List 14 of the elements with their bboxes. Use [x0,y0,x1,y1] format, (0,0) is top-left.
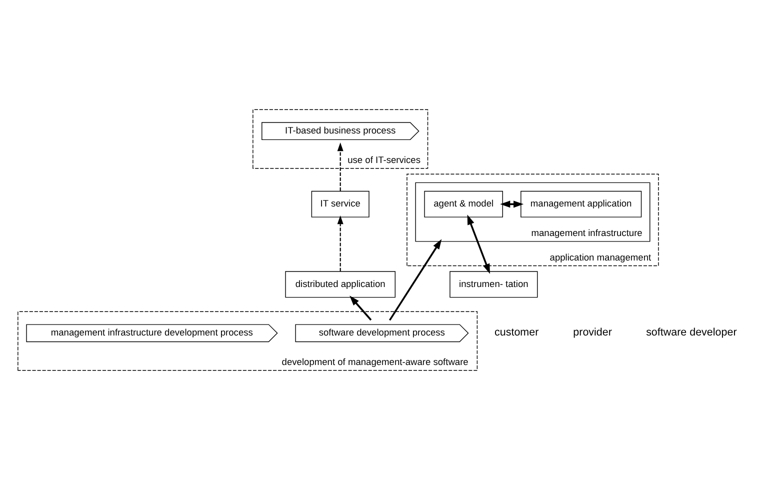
node-box: management application [520,190,642,217]
arrow [500,200,524,208]
label: software developer [646,326,737,338]
arrow [337,142,344,190]
node-box: IT service [311,190,370,217]
label: provider [573,326,612,338]
arrow [337,215,344,271]
node-box: agent & model [424,190,503,217]
arrow [388,238,442,320]
node-box: instrumen- tation [450,270,538,298]
label: customer [494,326,539,338]
node-box: distributed application [285,270,396,298]
arrow [350,295,372,320]
arrow [467,214,490,274]
